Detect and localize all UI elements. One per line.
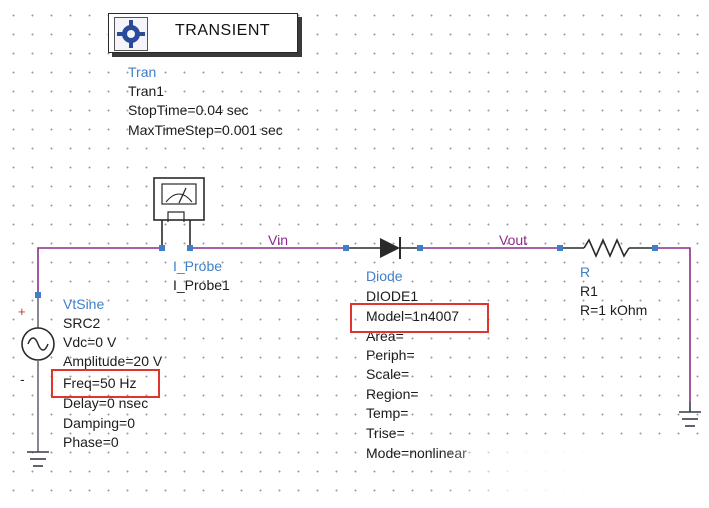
diode-instance: DIODE1 (366, 288, 419, 304)
diode-type: Diode (366, 268, 403, 284)
diode-model: Model=1n4007 (366, 308, 460, 324)
net-label-vin: Vin (268, 232, 288, 248)
controller-maxtimestep: MaxTimeStep=0.001 sec (128, 122, 283, 138)
diode-temp: Temp= (366, 405, 409, 421)
diode-periph: Periph= (366, 347, 415, 363)
highlight-diode-model (350, 303, 489, 333)
ammeter-icon[interactable] (153, 177, 205, 251)
source-instance: SRC2 (63, 315, 101, 331)
net-label-vout: Vout (499, 232, 528, 248)
resistor-instance: R1 (580, 283, 598, 299)
diode-region: Region= (366, 386, 419, 402)
diode-scale: Scale= (366, 366, 410, 382)
controller-stoptime: StopTime=0.04 sec (128, 102, 249, 118)
source-damping: Damping=0 (63, 415, 135, 431)
controller-instance: Tran1 (128, 83, 165, 99)
controller-title: TRANSIENT (175, 22, 271, 39)
probe-instance: I_Probe1 (173, 277, 230, 293)
source-vdc: Vdc=0 V (63, 334, 117, 350)
sine-source-icon[interactable] (21, 292, 55, 452)
resistor-icon[interactable] (557, 238, 658, 258)
source-plus-sign: + (18, 304, 26, 319)
transient-controller[interactable]: TRANSIENT (108, 13, 298, 53)
source-amplitude: Amplitude=20 V (63, 353, 163, 369)
ground-left-icon (27, 451, 49, 467)
highlight-source-freq (51, 369, 160, 398)
diode-trise: Trise= (366, 425, 405, 441)
resistor-value: R=1 kOhm (580, 302, 648, 318)
source-freq: Freq=50 Hz (63, 375, 137, 391)
source-minus-sign: - (20, 371, 25, 387)
source-phase: Phase=0 (63, 434, 119, 450)
controller-type: Tran (128, 64, 157, 80)
faded-corner (440, 448, 709, 508)
resistor-type: R (580, 264, 591, 280)
diode-icon[interactable] (343, 237, 423, 259)
ground-right-icon (679, 402, 701, 427)
probe-type: I_Probe (173, 258, 223, 274)
source-delay: Delay=0 nsec (63, 395, 149, 411)
gear-sim-icon (114, 17, 148, 51)
source-type: VtSine (63, 296, 105, 312)
